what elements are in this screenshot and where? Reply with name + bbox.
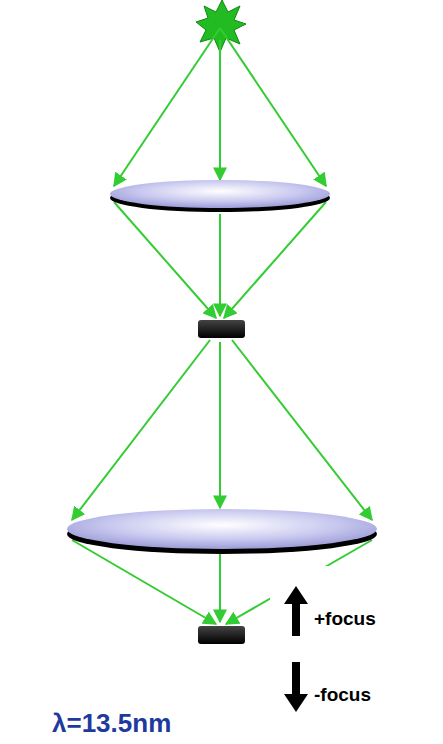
- wafer: [198, 626, 245, 644]
- mask: [198, 320, 245, 338]
- focus-label: -focus: [314, 684, 371, 706]
- white-patch: [270, 566, 380, 606]
- lens: [67, 509, 377, 549]
- wavelength-label: λ=13.5nm: [52, 708, 171, 739]
- focus-arrows: [284, 586, 308, 712]
- focus-label: +focus: [314, 608, 376, 630]
- lens: [110, 180, 330, 208]
